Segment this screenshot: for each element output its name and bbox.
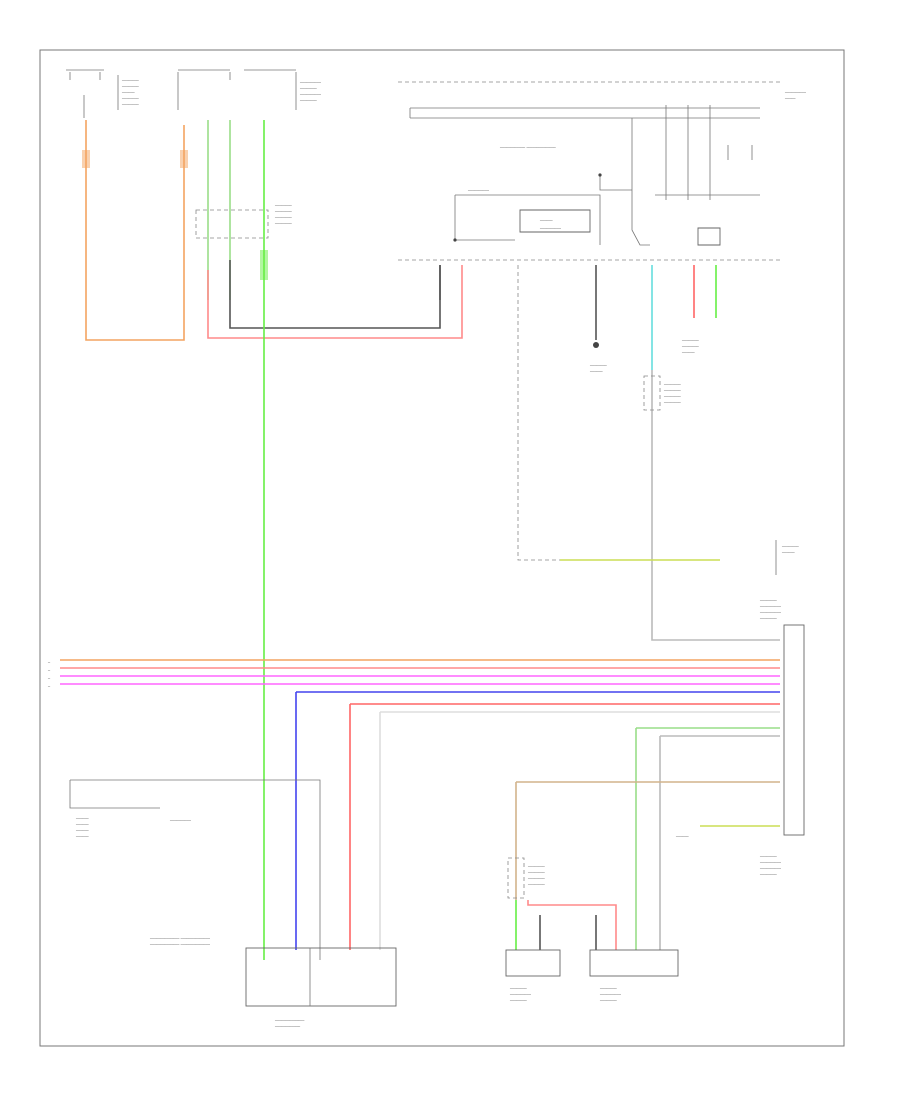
svg-text:________: ________ <box>599 984 618 989</box>
svg-text:________: ________ <box>299 84 318 89</box>
svg-text:________: ________ <box>509 996 528 1001</box>
svg-text:______: ______ <box>75 826 89 831</box>
svg-text:______________: ______________ <box>274 1016 305 1021</box>
bus-red <box>349 703 780 950</box>
svg-text:_: _ <box>47 682 51 687</box>
engine-control-module <box>783 624 805 836</box>
transmission-control-switch <box>245 947 397 1007</box>
svg-text:________: ________ <box>299 96 318 101</box>
pink-wire <box>207 265 463 339</box>
svg-text:__________: __________ <box>299 78 322 83</box>
svg-text:________: ________ <box>527 868 546 873</box>
combination-meter: ____________ ______________ __________ _… <box>398 81 807 261</box>
svg-text:________: ________ <box>527 880 546 885</box>
neutral-start-switch <box>505 949 561 977</box>
svg-text:________: ________ <box>759 614 778 619</box>
svg-text:________: ________ <box>599 996 618 1001</box>
svg-text:________: ________ <box>274 207 293 212</box>
svg-text:________: ________ <box>527 862 546 867</box>
svg-text:__________: __________ <box>759 608 782 613</box>
svg-text:______________ ______________: ______________ ______________ <box>149 934 211 939</box>
svg-text:______: ______ <box>75 832 89 837</box>
splice-box <box>195 209 269 239</box>
meter-ic <box>519 209 591 233</box>
svg-text:____________: ____________ <box>274 1022 301 1027</box>
svg-text:________: ________ <box>274 201 293 206</box>
svg-text:________: ________ <box>759 852 778 857</box>
svg-text:________: ________ <box>781 542 800 547</box>
gray-wire-right <box>651 370 780 641</box>
svg-text:____________ ______________: ____________ ______________ <box>499 143 557 148</box>
svg-text:__________: __________ <box>299 90 322 95</box>
svg-text:_: _ <box>47 674 51 679</box>
bus-gray <box>659 735 780 950</box>
speed-sensor <box>589 949 679 977</box>
tan-wire <box>515 781 780 900</box>
bus-green <box>635 727 780 950</box>
svg-text:__________: __________ <box>759 858 782 863</box>
svg-text:________: ________ <box>121 100 140 105</box>
svg-text:_: _ <box>47 658 51 663</box>
svg-text:______: ______ <box>681 348 695 353</box>
svg-text:__________: __________ <box>759 864 782 869</box>
svg-text:________: ________ <box>121 94 140 99</box>
svg-text:________: ________ <box>509 984 528 989</box>
bus-light <box>379 711 780 950</box>
svg-text:______: ______ <box>121 88 135 93</box>
svg-text:________: ________ <box>121 76 140 81</box>
svg-text:________: ________ <box>274 219 293 224</box>
svg-text:______: ______ <box>75 814 89 819</box>
svg-text:_: _ <box>47 666 51 671</box>
top-left-connector-group: ________ ________ ______ ________ ______… <box>66 69 322 224</box>
svg-text:__________: __________ <box>539 224 562 229</box>
svg-text:______________ ______________: ______________ ______________ <box>149 940 211 945</box>
diagram-frame <box>39 49 845 1047</box>
svg-text:______: ______ <box>781 548 795 553</box>
svg-text:________: ________ <box>589 361 608 366</box>
svg-text:__________: __________ <box>169 816 192 821</box>
bus-blue <box>295 691 780 950</box>
svg-text:__________: __________ <box>784 88 807 93</box>
svg-text:________: ________ <box>663 392 682 397</box>
svg-text:__________: __________ <box>599 990 622 995</box>
pink-wire-bottom <box>527 900 617 950</box>
orange-wire <box>85 120 185 341</box>
svg-text:______: ______ <box>675 832 689 837</box>
meter-lamp <box>697 227 721 246</box>
svg-text:__________: __________ <box>467 186 490 191</box>
svg-text:________: ________ <box>663 398 682 403</box>
svg-text:________: ________ <box>274 213 293 218</box>
svg-text:________: ________ <box>663 380 682 385</box>
svg-text:________: ________ <box>527 874 546 879</box>
svg-text:_____: _____ <box>784 94 796 99</box>
svg-text:________: ________ <box>759 596 778 601</box>
svg-text:________: ________ <box>681 342 700 347</box>
svg-text:__________: __________ <box>509 990 532 995</box>
svg-text:________: ________ <box>663 386 682 391</box>
svg-text:________: ________ <box>681 336 700 341</box>
svg-text:______: ______ <box>75 820 89 825</box>
svg-text:__________: __________ <box>759 602 782 607</box>
svg-text:________: ________ <box>121 82 140 87</box>
svg-text:______: ______ <box>539 216 553 221</box>
svg-text:________: ________ <box>759 870 778 875</box>
svg-text:______: ______ <box>589 367 603 372</box>
